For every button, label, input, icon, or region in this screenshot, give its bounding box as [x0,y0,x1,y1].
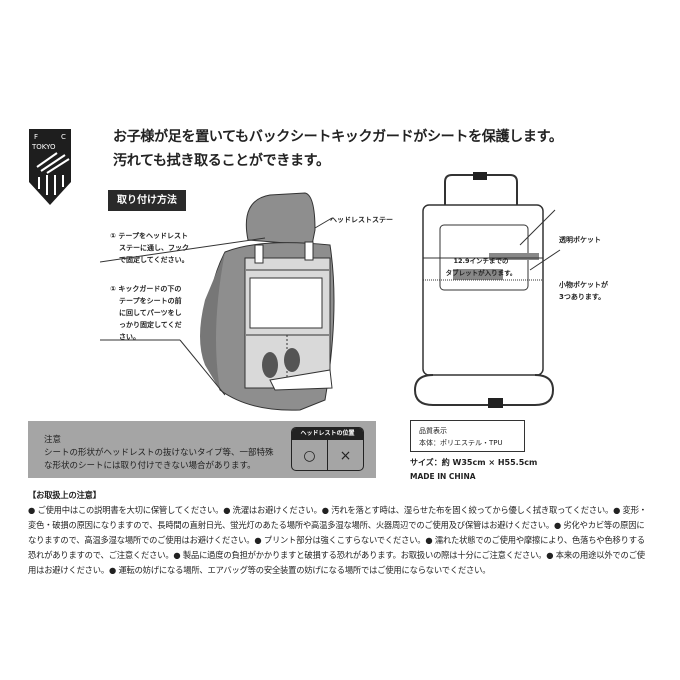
notice-title: 注意 [44,435,62,445]
ng-icon: × [339,448,352,464]
product-diagram [413,172,561,408]
install-title: 取り付け方法 [108,190,186,211]
tablet-text: 12.9インチまでの タブレットが入ります。 [445,257,517,277]
install-step1: ① テープをヘッドレスト ステーに通し、フック で固定してください。 [110,232,189,264]
fc-tokyo-logo: F C TOKYO [29,129,71,205]
svg-text:C: C [61,133,66,141]
notice-box: 注意 シートの形状がヘッドレストの抜けないタイプ等、一部特殊 な形状のシートには… [28,421,376,478]
headline-line1: お子様が足を置いてもバックシートキックガードがシートを保護します。 [113,129,563,145]
svg-text:F: F [34,133,38,141]
headrest-stay-label: ヘッドレストステー [330,216,393,224]
clear-pocket-label: 透明ポケット [559,236,601,244]
headrest-position-box: ヘッドレストの位置 ○ × [291,427,364,471]
install-step2: ① キックガードの下の テープをシートの前 に回してパーツをし っかり固定してく… [110,285,182,341]
svg-text:TOKYO: TOKYO [31,143,56,151]
size-text: サイズ：約 W35cm × H55.5cm [410,458,538,467]
quality-label: 品質表示 本体：ポリエステル・TPU [410,420,525,452]
small-pocket-label: 小物ポケットが 3つあります。 [559,281,608,301]
ok-icon: ○ [292,440,328,470]
origin-text: MADE IN CHINA [410,472,476,481]
headline-line2: 汚れても拭き取ることができます。 [113,153,330,169]
seat-illustration [100,192,335,411]
care-title: 【お取扱上の注意】 [28,490,101,500]
